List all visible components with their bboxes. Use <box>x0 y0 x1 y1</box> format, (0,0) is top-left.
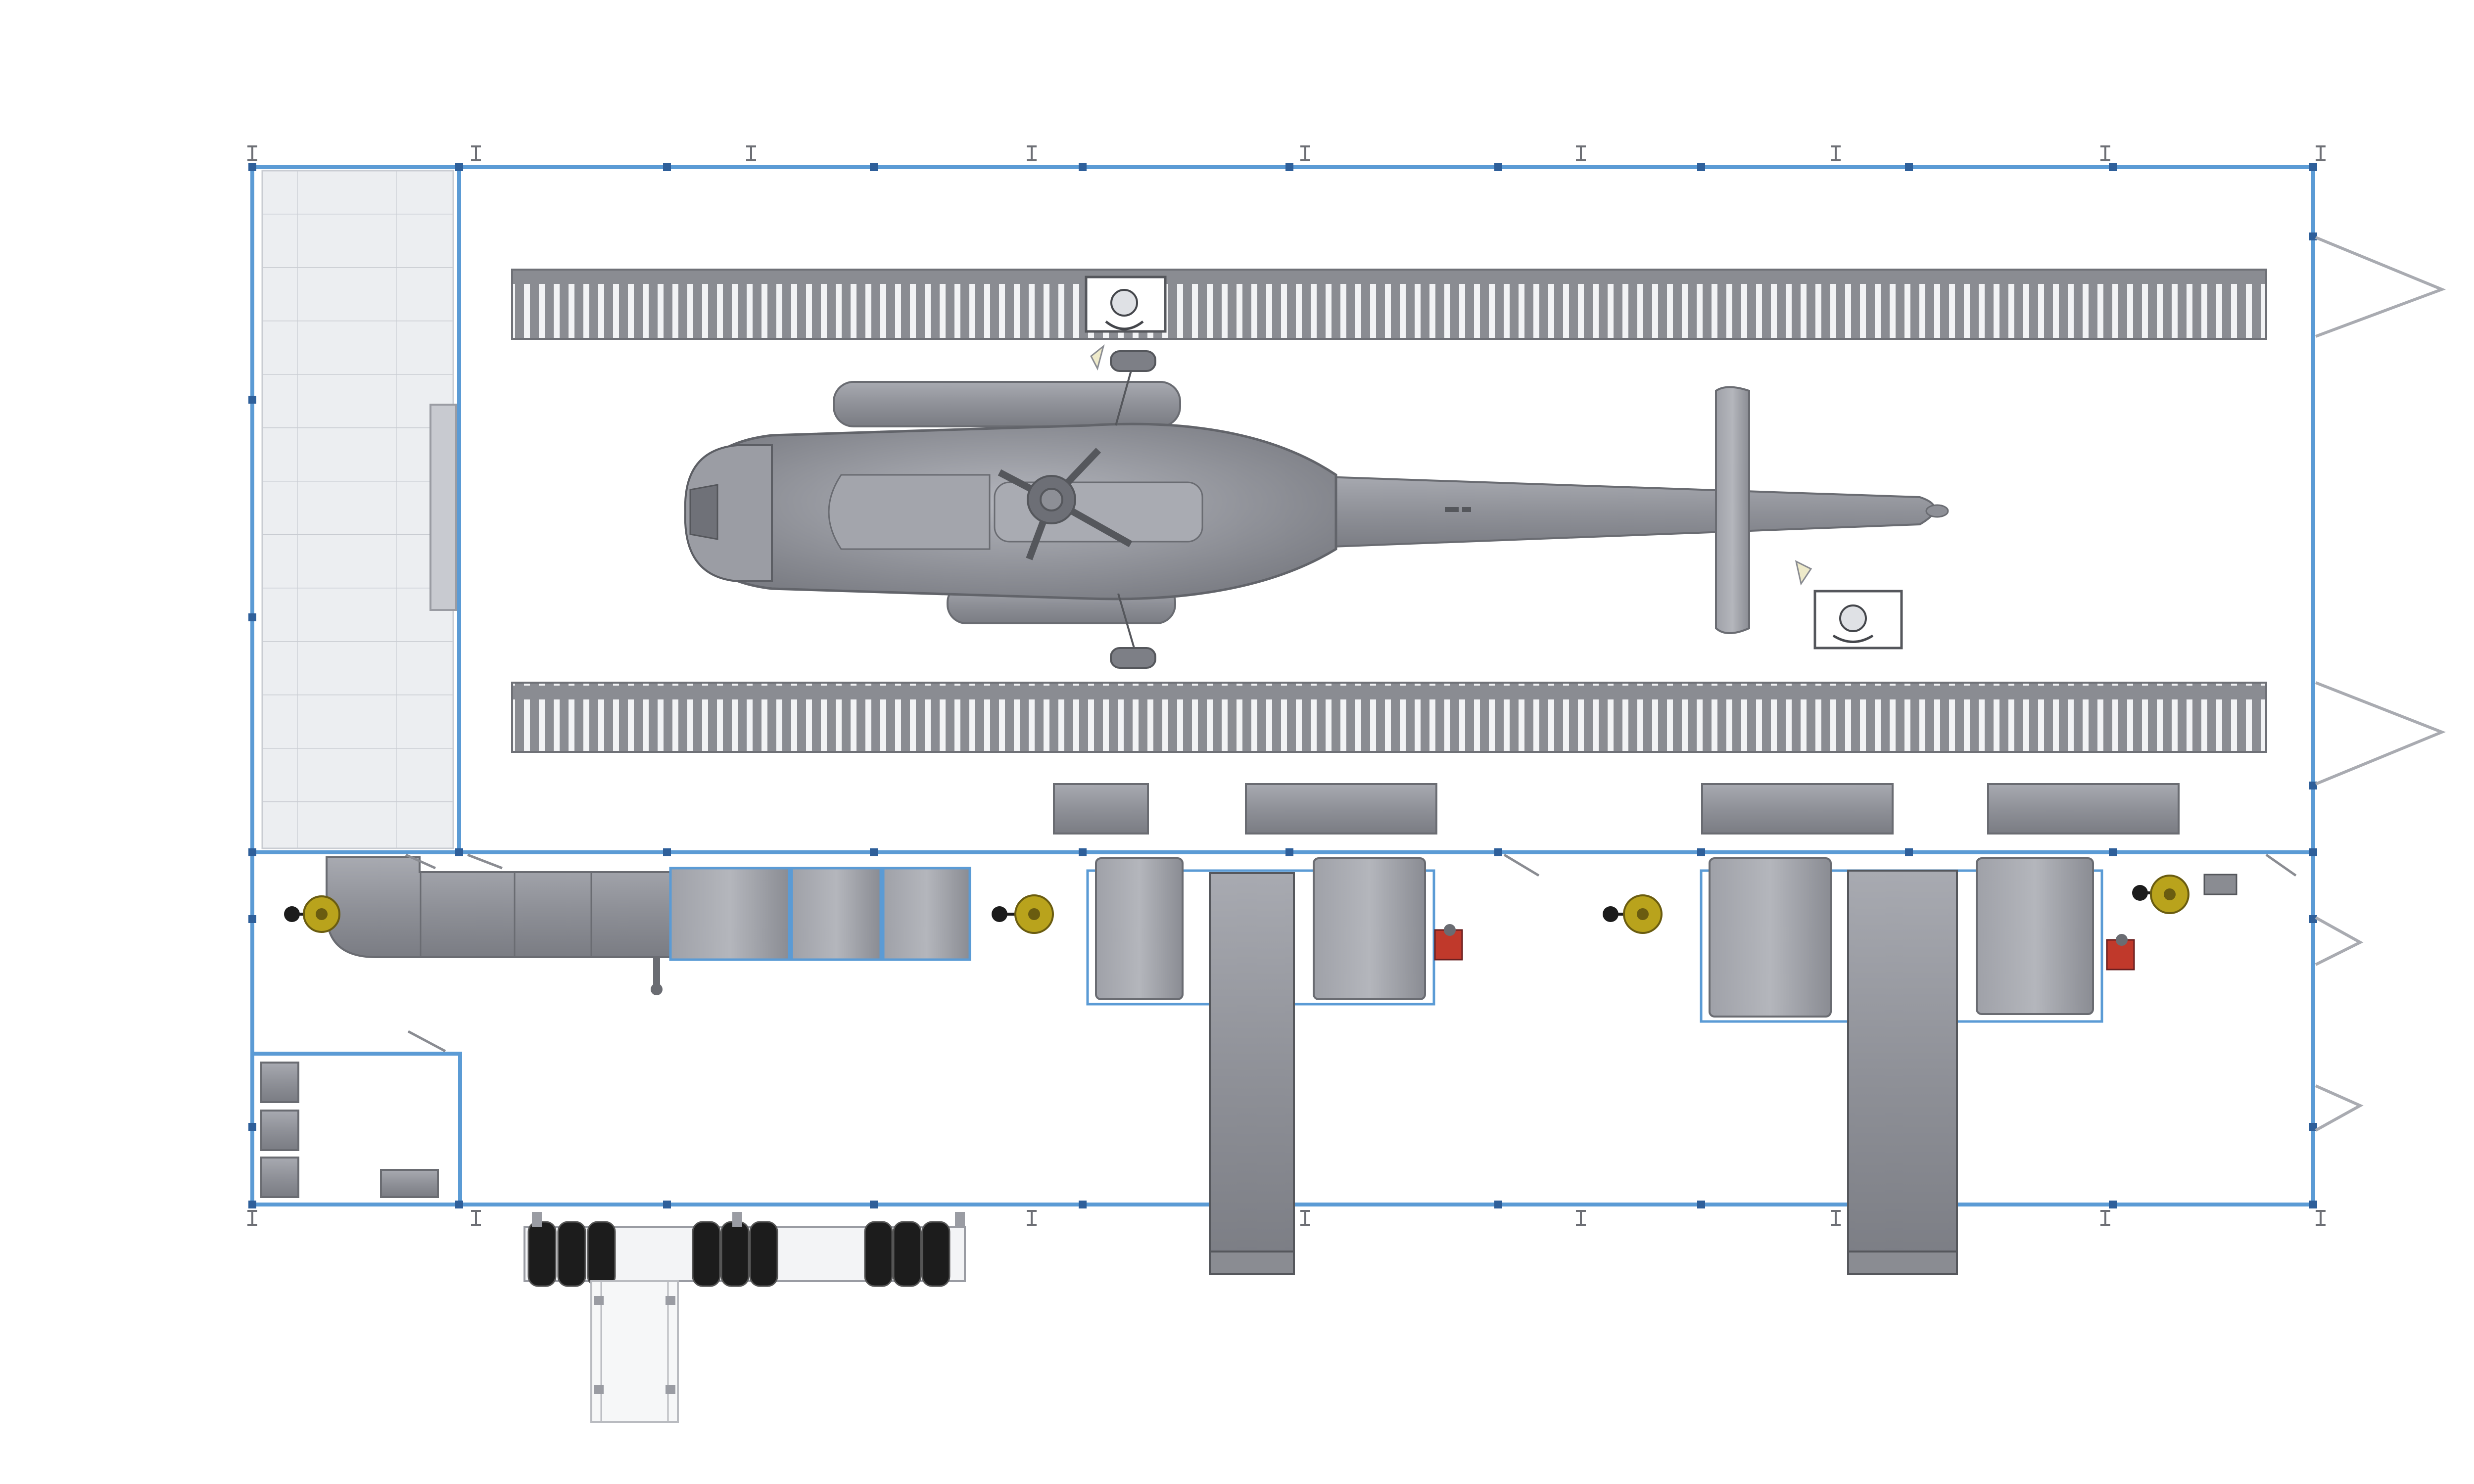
tire-group-3 <box>864 1221 951 1287</box>
workbenches <box>1053 783 2180 835</box>
technician-lower <box>1795 560 1903 649</box>
workbench-2 <box>1245 783 1437 835</box>
workbench-3 <box>1701 783 1894 835</box>
control-panel <box>2203 874 2237 895</box>
technician-upper <box>1085 276 1167 371</box>
wall-cabinet <box>429 404 457 611</box>
access-ramp <box>590 1280 679 1423</box>
engine-test-stand-2 <box>1700 857 2135 1275</box>
workbench-1 <box>1053 783 1149 835</box>
wall-posts <box>248 163 2317 1208</box>
tire-group-2 <box>692 1221 778 1287</box>
storage-bin-2 <box>260 1110 299 1151</box>
storage-bin-1 <box>260 1062 299 1103</box>
tail-stabilizer <box>1715 386 1750 634</box>
landing-gear <box>1110 350 1156 669</box>
exhaust-duct <box>326 856 971 995</box>
tool-box <box>380 1169 439 1198</box>
platform-upper <box>511 269 2267 340</box>
hangar-doors <box>2315 236 2446 1132</box>
door-swing-1 <box>2315 236 2446 338</box>
cabin-roof <box>828 474 991 550</box>
tiled-floor-area <box>261 170 454 849</box>
storage-room <box>260 1062 439 1198</box>
tire-group-1 <box>527 1221 616 1287</box>
helicopter <box>684 350 1949 669</box>
platform-lower <box>511 682 2267 753</box>
door-swing-2 <box>2315 681 2446 786</box>
air-reel-4 <box>2132 874 2237 914</box>
sponson-top <box>833 381 1181 427</box>
tire-rack <box>523 1212 966 1287</box>
wall-brackets <box>405 853 2297 1053</box>
column-grid <box>247 145 2326 1226</box>
grid-marks-top <box>247 145 2326 161</box>
air-reels <box>284 874 2237 934</box>
storage-bin-3 <box>260 1157 299 1198</box>
main-rotor <box>998 448 1133 560</box>
air-reel-2 <box>992 894 1054 934</box>
workbench-4 <box>1987 783 2180 835</box>
air-reel-3 <box>1603 894 1663 934</box>
cockpit <box>684 444 773 582</box>
door-swing-3 <box>2315 916 2364 966</box>
air-reel-1 <box>284 895 340 933</box>
tail-boom <box>1266 473 1936 551</box>
door-swing-4 <box>2315 1084 2364 1132</box>
engine-test-stand-1 <box>1086 857 1463 1275</box>
grid-marks-bottom <box>247 1210 2326 1226</box>
